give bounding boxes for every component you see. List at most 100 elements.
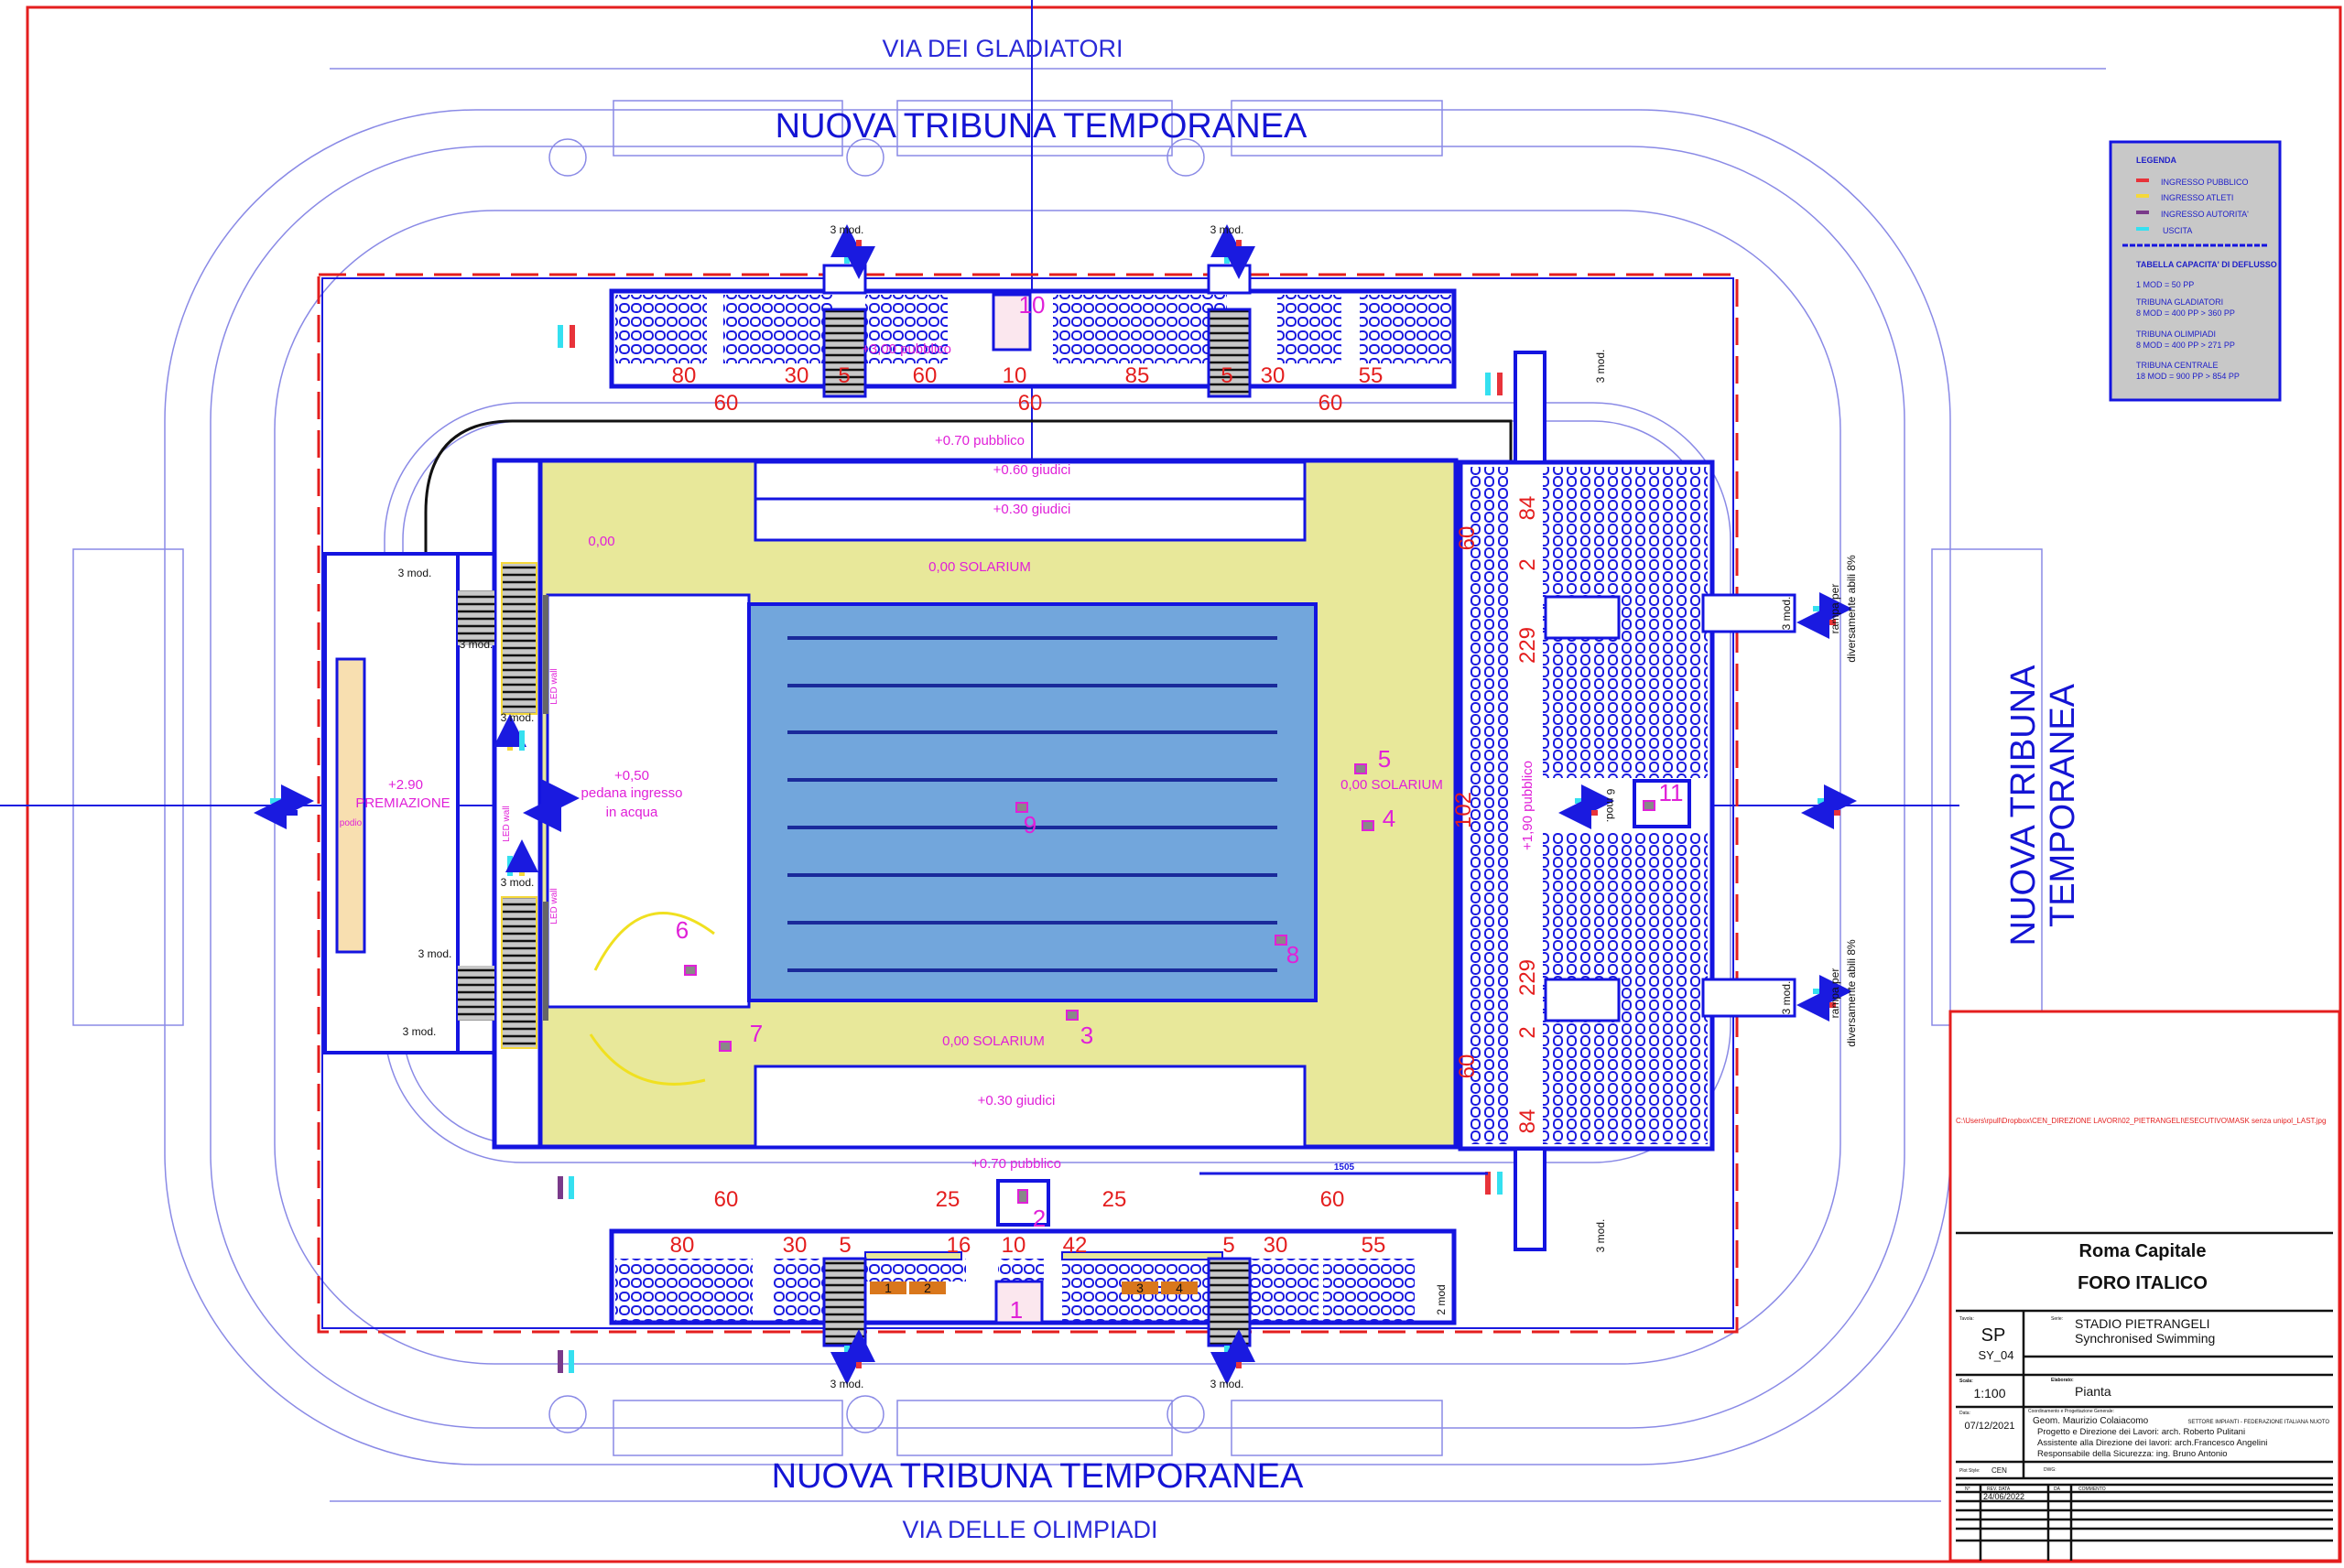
walkway-count: 25 <box>936 1187 960 1212</box>
mod-label: 3 mod. <box>830 1378 864 1390</box>
mod-label: 3 mod. <box>1594 1219 1607 1253</box>
legend-row: 8 MOD = 400 PP > 360 PP <box>2136 308 2235 318</box>
level-label: +0.60 giudici <box>993 462 1071 478</box>
mod-label: 3 mod. <box>1780 981 1793 1015</box>
street-bottom: VIA DELLE OLIMPIADI <box>902 1516 1157 1543</box>
seat-count: 229 <box>1515 959 1540 996</box>
seat-count: 30 <box>783 1233 808 1258</box>
seat-count: 60 <box>1455 526 1480 551</box>
camera-2: 2 <box>1033 1205 1046 1232</box>
legend-row: TRIBUNA CENTRALE <box>2136 361 2219 370</box>
camera-11: 11 <box>1659 779 1684 806</box>
site-name: FORO ITALICO <box>2078 1273 2208 1293</box>
mod-label: 3 mod. <box>1594 350 1607 384</box>
level-label: +0,50 <box>614 768 649 784</box>
seat-count: 2 <box>1515 558 1540 570</box>
tribune-title-top: NUOVA TRIBUNA TEMPORANEA <box>776 107 1308 146</box>
camera-9: 9 <box>1024 811 1036 838</box>
seat-count: 5 <box>1222 1233 1234 1258</box>
seat-count: 10 <box>1002 1233 1026 1258</box>
level-label: 0,00 SOLARIUM <box>1340 777 1443 793</box>
bottom-stand-counts: 60 25 25 60 80 30 5 16 10 42 5 30 55 1 2… <box>670 1162 1448 1390</box>
left-area-labels: 3 mod. 3 mod. 3 mod. 3 mod. 3 mod. 3 mod… <box>340 567 683 1038</box>
camera-6: 6 <box>676 916 689 944</box>
field-label: Coordinamento e Progettazione Generale: <box>2028 1409 2114 1414</box>
tribune-title-bottom: NUOVA TRIBUNA TEMPORANEA <box>772 1457 1304 1496</box>
mod-label: 3 mod. <box>398 567 432 579</box>
level-label: +0.70 pubblico <box>935 433 1025 449</box>
premiazione-label: PREMIAZIONE <box>355 795 450 811</box>
pool-lanes <box>787 636 1277 972</box>
legend-arrow-icon <box>2136 211 2149 214</box>
field-label: Serie: <box>2051 1316 2063 1322</box>
camera-1: 1 <box>1010 1296 1023 1324</box>
mod-label: 3 mod. <box>403 1025 437 1038</box>
walkway-count: 60 <box>1318 391 1343 416</box>
serie-title: STADIO PIETRANGELI <box>2075 1316 2210 1331</box>
legend-row: TRIBUNA OLIMPIADI <box>2136 330 2216 339</box>
walkway-count: 60 <box>1320 1187 1345 1212</box>
top-stand <box>609 264 1457 398</box>
seat-count: 80 <box>670 1233 695 1258</box>
level-label: +0.30 giudici <box>993 502 1071 517</box>
plot-style: CEN <box>1991 1466 2007 1475</box>
legend: LEGENDA INGRESSO PUBBLICO INGRESSO ATLET… <box>2109 140 2282 402</box>
camera-10: 10 <box>1019 291 1046 319</box>
field-label: DWG: <box>2044 1467 2056 1473</box>
legend-item: USCITA <box>2163 226 2192 235</box>
right-stand-counts: 84 60 2 229 102 229 2 60 84 +1,90 pubbli… <box>1451 350 1858 1253</box>
walkway-count: 25 <box>1102 1187 1127 1212</box>
field-label: Data: <box>1959 1411 1970 1416</box>
field-label: Tavola: <box>1959 1316 1974 1322</box>
credit-line: Progetto e Direzione dei Lavori: arch. R… <box>2037 1427 2245 1437</box>
podium <box>335 657 366 954</box>
walkway-count: 60 <box>714 391 739 416</box>
seat-count: 42 <box>1063 1233 1088 1258</box>
seat-count: 30 <box>785 363 809 388</box>
seat-count: 84 <box>1515 496 1540 521</box>
box-label: 1 <box>884 1281 892 1295</box>
led-wall-label: LED wall <box>549 668 559 704</box>
ramp-label: rampa per <box>1829 584 1841 634</box>
legend-table-title: TABELLA CAPACITA' DI DEFLUSSO <box>2136 260 2277 269</box>
legend-arrow-icon <box>2136 194 2149 198</box>
seat-count: 55 <box>1362 1233 1386 1258</box>
drawing-frame <box>26 5 2342 1563</box>
level-label: 0,00 SOLARIUM <box>928 559 1031 575</box>
level-label: +3,00 pubblico <box>862 341 951 357</box>
seat-count: 30 <box>1264 1233 1288 1258</box>
seat-count: 2 <box>1515 1026 1540 1038</box>
camera-8: 8 <box>1286 941 1299 968</box>
seat-count: 55 <box>1359 363 1384 388</box>
organization: SETTORE IMPIANTI - FEDERAZIONE ITALIANA … <box>2187 1420 2329 1425</box>
mod-label: 3 mod. <box>1780 597 1793 631</box>
camera-box-11 <box>1633 779 1691 828</box>
seat-count: 30 <box>1261 363 1286 388</box>
legend-arrow-icon <box>2136 227 2149 231</box>
rev-header: REV. DATA <box>1987 1487 2011 1492</box>
led-wall-label: LED wall <box>549 888 559 924</box>
seat-count: 80 <box>672 363 697 388</box>
ramp-label: diversamente abili 8% <box>1845 939 1858 1047</box>
mod-label: 3 mod. <box>501 711 535 724</box>
ramp-label: diversamente abili 8% <box>1845 555 1858 663</box>
credit-line: Assistente alla Direzione dei lavori: ar… <box>2037 1438 2267 1448</box>
box-label: 4 <box>1176 1281 1183 1295</box>
level-label: 0,00 SOLARIUM <box>942 1033 1045 1049</box>
level-label: +0.30 giudici <box>978 1093 1056 1108</box>
legend-row: 8 MOD = 400 PP > 271 PP <box>2136 341 2235 350</box>
walkway-count: 60 <box>714 1187 739 1212</box>
level-labels: +0.70 pubblico +0.60 giudici +0.30 giudi… <box>588 433 1442 1172</box>
credit-line: Geom. Maurizio Colaiacomo <box>2033 1416 2149 1426</box>
box-label: 3 <box>1136 1281 1144 1295</box>
field-label: Plot Style: <box>1959 1468 1980 1474</box>
flow-arrows <box>254 224 1857 1385</box>
podio-label: podio <box>340 818 363 828</box>
field-label: Scala: <box>1959 1379 1973 1384</box>
seat-count: 5 <box>838 363 850 388</box>
mod-label: 3 mod. <box>501 876 535 889</box>
pedana-label: in acqua <box>606 805 658 820</box>
rev-header: COMMENTO <box>2078 1487 2106 1492</box>
drawing-type: Pianta <box>2075 1384 2111 1399</box>
